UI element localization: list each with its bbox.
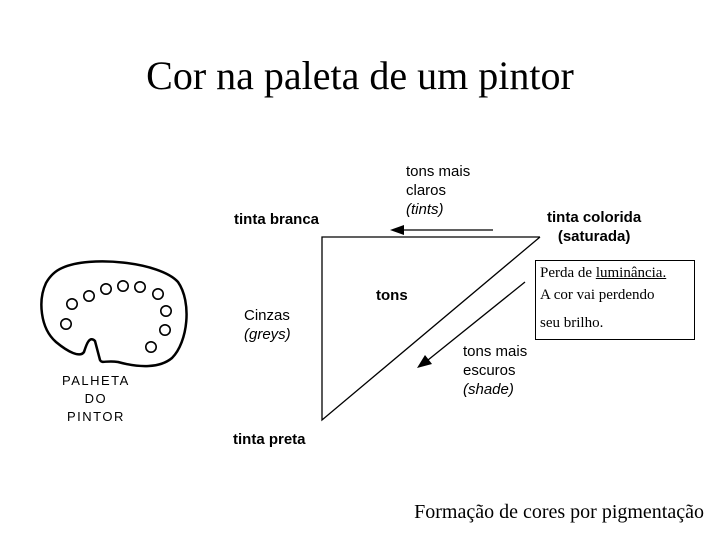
- colored-paint-label-line2: (saturada): [557, 228, 631, 245]
- note-line2: A cor vai perdendo: [540, 287, 655, 303]
- page-title: Cor na paleta de um pintor: [146, 53, 574, 98]
- paint-well: [83, 289, 96, 302]
- paint-well: [152, 287, 165, 300]
- shades-label-line2: escuros: [463, 362, 516, 379]
- palette-shape: [40, 260, 188, 368]
- black-paint-label: tinta preta: [233, 431, 306, 448]
- tints-label: tons mais claros (tints): [406, 162, 470, 219]
- paint-well: [160, 304, 173, 317]
- paint-well: [145, 340, 158, 353]
- white-paint-label: tinta branca: [234, 211, 320, 228]
- tints-label-line3: (tints): [406, 201, 444, 218]
- paint-well: [100, 282, 113, 295]
- greys-label-line2: (greys): [244, 326, 291, 343]
- note-line1: Perda de luminância.: [540, 262, 690, 284]
- shades-arrow-line: [427, 281, 526, 361]
- tints-label-line2: claros: [406, 182, 447, 199]
- paint-well: [134, 280, 147, 293]
- paint-wells: [59, 279, 173, 353]
- triangle-outline: [321, 236, 541, 422]
- paint-well: [117, 279, 130, 292]
- tones-label: tons: [376, 287, 408, 304]
- palette-caption-line1: PALHETA: [62, 373, 130, 388]
- paint-well: [66, 297, 79, 310]
- paint-well: [159, 323, 172, 336]
- note-line3: seu brilho.: [540, 315, 604, 331]
- luminance-note-box: Perda de luminância. A cor vai perdendo …: [535, 260, 695, 340]
- tints-label-line1: tons mais: [406, 163, 471, 180]
- palette-caption: PALHETA DO PINTOR: [62, 372, 130, 426]
- greys-label-line1: Cinzas: [244, 307, 290, 324]
- note-line1-prefix: Perda de: [540, 265, 596, 281]
- paint-well: [59, 317, 72, 330]
- colored-paint-label-line1: tinta colorida: [547, 209, 642, 226]
- shades-label-line1: tons mais: [463, 343, 528, 360]
- colored-paint-label: tinta colorida (saturada): [547, 208, 641, 246]
- shades-arrow-head: [417, 355, 432, 368]
- note-line1-underlined: luminância.: [595, 265, 667, 281]
- shades-label-line3: (shade): [463, 381, 514, 398]
- palette-caption-line2: DO: [84, 391, 108, 406]
- palette-caption-line3: PINTOR: [66, 409, 125, 424]
- shades-label: tons mais escuros (shade): [463, 342, 527, 399]
- footer-caption: Formação de cores por pigmentação: [414, 501, 704, 523]
- greys-label: Cinzas (greys): [244, 306, 291, 344]
- tints-arrow-head: [390, 225, 404, 235]
